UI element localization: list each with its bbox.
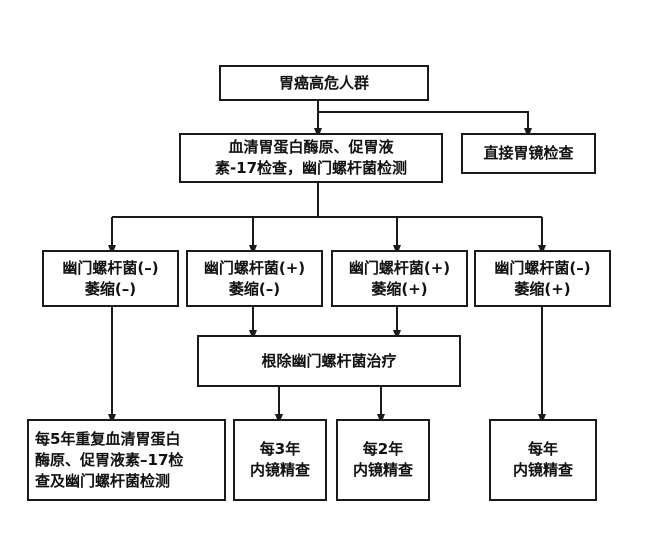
- node-hp-pos-atrophy-neg: 幽门螺杆菌(+) 萎缩(–): [186, 250, 323, 307]
- node-every-5-years-retest: 每5年重复血清胃蛋白 酶原、促胃液素–17检 查及幽门螺杆菌检测: [27, 419, 226, 501]
- node-every-2-years-endoscopy: 每2年 内镜精查: [336, 419, 430, 501]
- node-hp-eradication: 根除幽门螺杆菌治疗: [197, 335, 461, 387]
- node-hp-neg-atrophy-neg: 幽门螺杆菌(–) 萎缩(–): [42, 250, 179, 307]
- node-high-risk-population: 胃癌高危人群: [219, 65, 429, 101]
- node-hp-pos-atrophy-pos: 幽门螺杆菌(+) 萎缩(+): [331, 250, 468, 307]
- node-direct-endoscopy: 直接胃镜检查: [461, 133, 596, 174]
- arrow-root-to-direct-endoscopy: [318, 111, 532, 138]
- node-serology-test: 血清胃蛋白酶原、促胃液 素-17检查，幽门螺杆菌检测: [179, 133, 443, 183]
- node-every-year-endoscopy: 每年 内镜精查: [489, 419, 597, 501]
- node-hp-neg-atrophy-pos: 幽门螺杆菌(–) 萎缩(+): [474, 250, 611, 307]
- node-every-3-years-endoscopy: 每3年 内镜精查: [233, 419, 327, 501]
